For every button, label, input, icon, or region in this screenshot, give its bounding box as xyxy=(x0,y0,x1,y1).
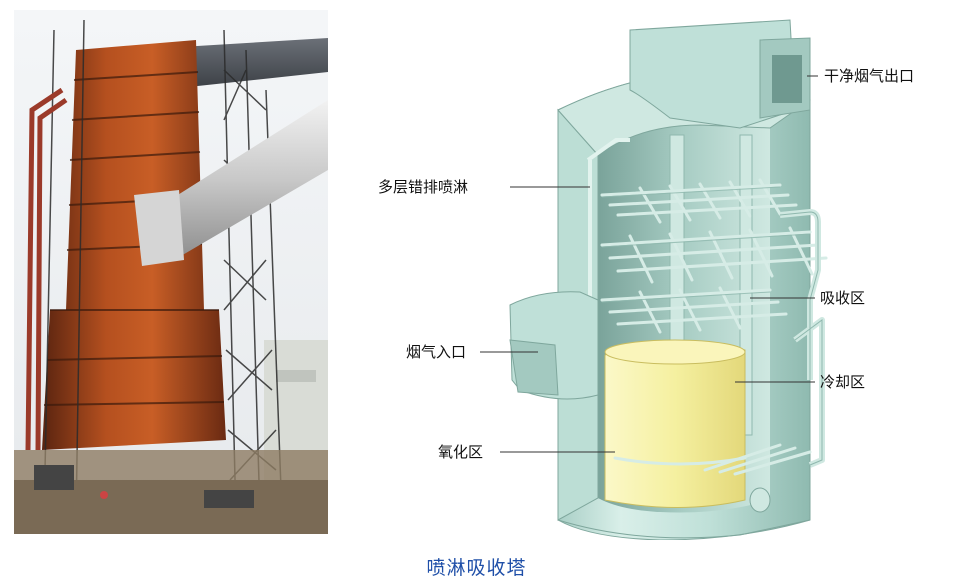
label-oxidation-zone: 氧化区 xyxy=(438,443,484,461)
tower-photo xyxy=(14,10,328,534)
tower-photo-art xyxy=(14,10,328,534)
label-absorption-zone: 吸收区 xyxy=(820,289,866,307)
label-flue-gas-inlet: 烟气入口 xyxy=(406,343,467,361)
figure-caption: 喷淋吸收塔 xyxy=(426,557,527,579)
label-cooling-zone: 冷却区 xyxy=(820,373,866,391)
label-clean-gas-outlet: 干净烟气出口 xyxy=(824,67,915,85)
label-staggered-spray: 多层错排喷淋 xyxy=(378,178,469,196)
tower-cutaway-art xyxy=(480,19,828,541)
tower-cutaway-diagram: 干净烟气出口 多层错排喷淋 吸收区 烟气入口 冷却区 氧化区 xyxy=(340,0,953,541)
